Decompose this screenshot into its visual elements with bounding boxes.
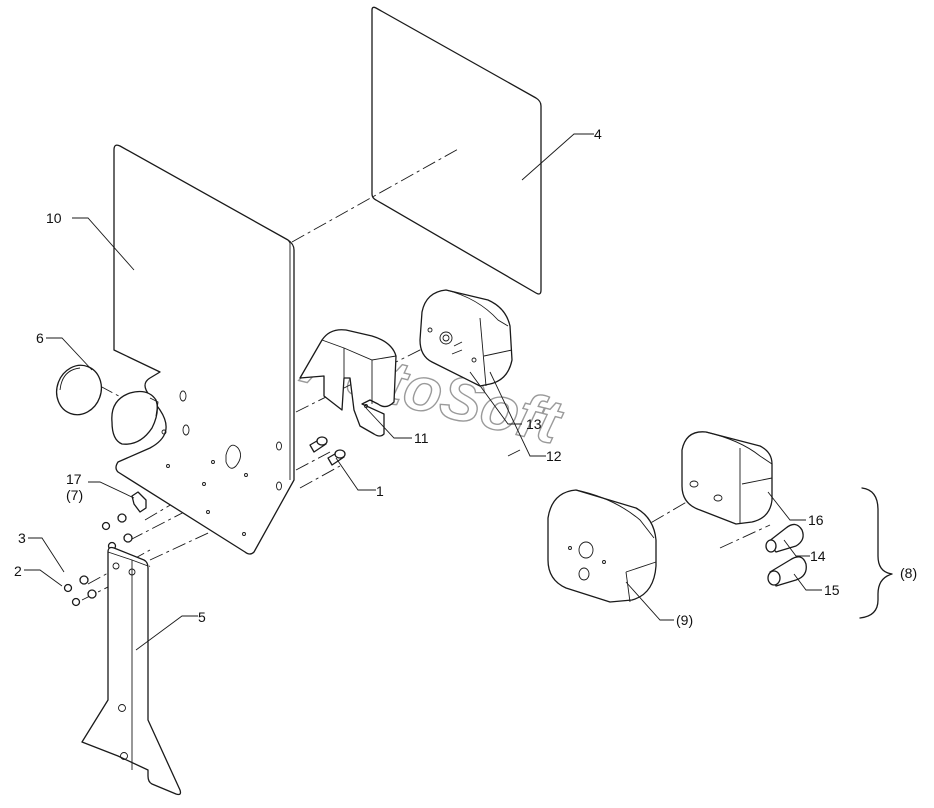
- callout-2: 2: [14, 563, 22, 579]
- callout-14: 14: [810, 548, 826, 564]
- part-11-bracket: [299, 329, 397, 437]
- callout-4: 4: [594, 126, 602, 142]
- callout-16: 16: [808, 512, 824, 528]
- part-14-bulb: [765, 523, 804, 553]
- part-16-lamp-housing: [681, 431, 773, 525]
- part-2-3-fasteners: [63, 513, 133, 607]
- callout-5: 5: [198, 609, 206, 625]
- callout-1: 1: [376, 483, 384, 499]
- part-5-mounting-bracket: [81, 546, 182, 796]
- callout-17: 17: [66, 471, 82, 487]
- group-8-brace: [859, 487, 893, 619]
- part-4-cover-sheet: [371, 6, 542, 295]
- part-9-lamp-lens: [547, 489, 657, 603]
- part-1-screws: [309, 436, 346, 466]
- part-15-bulb: [767, 556, 807, 587]
- part-12-lamp-body: [419, 289, 513, 387]
- callout-10: 10: [46, 210, 62, 226]
- callout-12: 12: [546, 448, 562, 464]
- callout-8: (8): [900, 565, 917, 581]
- reflector-mounted: [111, 390, 159, 445]
- callout-9: (9): [676, 612, 693, 628]
- callout-7: (7): [66, 487, 83, 503]
- callout-labels: 1 2 3 4 5 6 (7) (8) (9) 10 11 12 13 14 1…: [14, 126, 917, 628]
- leader-lines: [24, 133, 822, 651]
- part-17-clip: [131, 491, 147, 513]
- callout-6: 6: [36, 330, 44, 346]
- callout-13: 13: [526, 416, 542, 432]
- part-6-reflector: [55, 364, 103, 416]
- callout-11: 11: [414, 430, 429, 446]
- part-10-mounting-plate: [113, 144, 295, 555]
- callout-15: 15: [824, 582, 840, 598]
- callout-3: 3: [18, 530, 26, 546]
